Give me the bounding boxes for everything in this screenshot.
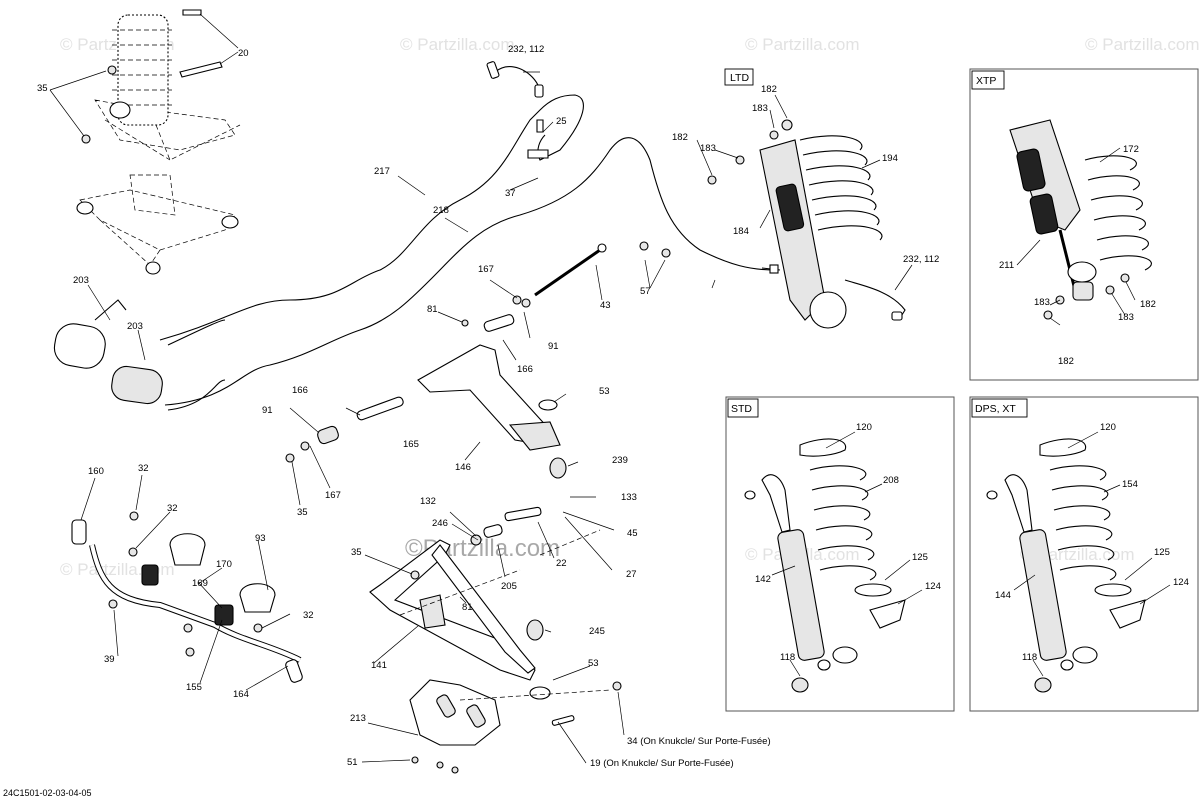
callout-232-112-top: 232, 112 [508, 44, 544, 55]
callout-232-112-right: 232, 112 [903, 254, 939, 265]
diagram-reference-code: 24C1501-02-03-04-05 [3, 788, 92, 798]
watermark: © Partzilla.com [400, 35, 515, 54]
panel-label-std: STD [731, 403, 752, 415]
panel-label-ltd: LTD [730, 72, 749, 84]
callout-182-b: 182 [672, 132, 688, 143]
callout-125-std: 125 [912, 552, 928, 563]
callout-43: 43 [600, 300, 611, 311]
panel-label-dps-xt: DPS, XT [975, 403, 1016, 415]
callout-208: 208 [883, 475, 899, 486]
callout-182-a: 182 [761, 84, 777, 95]
callout-160: 160 [88, 466, 104, 477]
callout-183-x1: 183 [1034, 297, 1050, 308]
std-panel: STD 120 208 142 125 124 118 [725, 396, 955, 712]
sway-bar-drawing: 160 32 32 93 170 169 32 39 155 164 [71, 463, 314, 700]
callout-120-dps: 120 [1100, 422, 1116, 433]
callout-118-std: 118 [780, 652, 795, 663]
callout-155: 155 [186, 682, 202, 693]
callout-133: 133 [621, 492, 637, 503]
callout-246: 246 [432, 518, 448, 529]
callout-245: 245 [589, 626, 605, 637]
callout-53-low: 53 [588, 658, 599, 669]
callout-194: 194 [882, 153, 898, 164]
callout-165: 165 [403, 439, 419, 450]
callout-35-low: 35 [351, 547, 362, 558]
panel-label-xtp: XTP [976, 75, 996, 87]
callout-22: 22 [556, 558, 567, 569]
callout-81-low: 81 [462, 602, 473, 613]
callout-132: 132 [420, 496, 436, 507]
callout-183-x2: 183 [1118, 312, 1134, 323]
callout-166-left: 166 [292, 385, 308, 396]
callout-27: 27 [626, 569, 637, 580]
callout-91-right: 91 [548, 341, 559, 352]
callout-183-a: 183 [752, 103, 768, 114]
callout-32-c: 32 [303, 610, 314, 621]
callout-19: 19 (On Knukcle/ Sur Porte-Fusée) [590, 758, 734, 769]
callout-34: 34 (On Knukcle/ Sur Porte-Fusée) [627, 736, 771, 747]
callout-125-dps: 125 [1154, 547, 1170, 558]
callout-203-a: 203 [73, 275, 89, 286]
caliper-assembly-drawing: 203 203 [53, 275, 163, 405]
callout-182-x2: 182 [1140, 299, 1156, 310]
callout-81-top: 81 [427, 304, 438, 315]
callout-124-std: 124 [925, 581, 941, 592]
callout-35-mid: 35 [297, 507, 308, 518]
callout-217: 217 [374, 166, 390, 177]
callout-218: 218 [433, 205, 449, 216]
lower-a-arm-drawing: 132 246 35 22 205 81 245 141 53 213 51 3… [347, 496, 771, 774]
callout-183-b: 183 [700, 143, 716, 154]
dps-xt-panel: DPS, XT 120 154 144 125 124 118 [969, 396, 1199, 712]
callout-141: 141 [371, 660, 387, 671]
callout-182-x1: 182 [1058, 356, 1074, 367]
inset-shock-assembly-drawing: 20 35 [37, 9, 249, 275]
callout-205: 205 [501, 581, 517, 592]
callout-172: 172 [1123, 144, 1139, 155]
callout-45: 45 [627, 528, 638, 539]
callout-169: 169 [192, 578, 208, 589]
callout-213: 213 [350, 713, 366, 724]
callout-20: 20 [238, 48, 249, 59]
callout-144: 144 [995, 590, 1011, 601]
callout-32-a: 32 [138, 463, 149, 474]
callout-142: 142 [755, 574, 771, 585]
callout-118-dps: 118 [1022, 652, 1037, 663]
callout-53-top: 53 [599, 386, 610, 397]
callout-164: 164 [233, 689, 249, 700]
watermark: © Partzilla.com [745, 35, 860, 54]
callout-25: 25 [556, 116, 567, 127]
callout-166-right: 166 [517, 364, 533, 375]
callout-91-left: 91 [262, 405, 273, 416]
callout-35: 35 [37, 83, 48, 94]
watermark: © Partzilla.com [1085, 35, 1200, 54]
callout-167-bottom: 167 [325, 490, 341, 501]
callout-32-b: 32 [167, 503, 178, 514]
panel-tag-ltd [724, 68, 754, 86]
callout-203-b: 203 [127, 321, 143, 332]
hydraulic-lines-drawing: 232, 112 25 37 217 218 [159, 44, 781, 411]
xtp-panel: XTP 172 211 183 182 183 182 [969, 68, 1199, 381]
callout-93: 93 [255, 533, 266, 544]
callout-170: 170 [216, 559, 232, 570]
upper-a-arm-drawing: 167 81 91 166 43 53 166 91 165 146 167 3… [262, 243, 638, 580]
callout-146: 146 [455, 462, 471, 473]
callout-120-std: 120 [856, 422, 872, 433]
callout-39: 39 [104, 654, 115, 665]
callout-37: 37 [505, 188, 516, 199]
callout-154: 154 [1122, 479, 1138, 490]
callout-51: 51 [347, 757, 358, 768]
callout-57: 57 [640, 286, 651, 297]
callout-124-dps: 124 [1173, 577, 1189, 588]
callout-211: 211 [999, 260, 1014, 271]
ltd-shock-drawing: LTD 182 183 182 183 194 184 232, 112 57 [639, 68, 939, 329]
callout-167-top: 167 [478, 264, 494, 275]
callout-184: 184 [733, 226, 749, 237]
callout-239: 239 [612, 455, 628, 466]
